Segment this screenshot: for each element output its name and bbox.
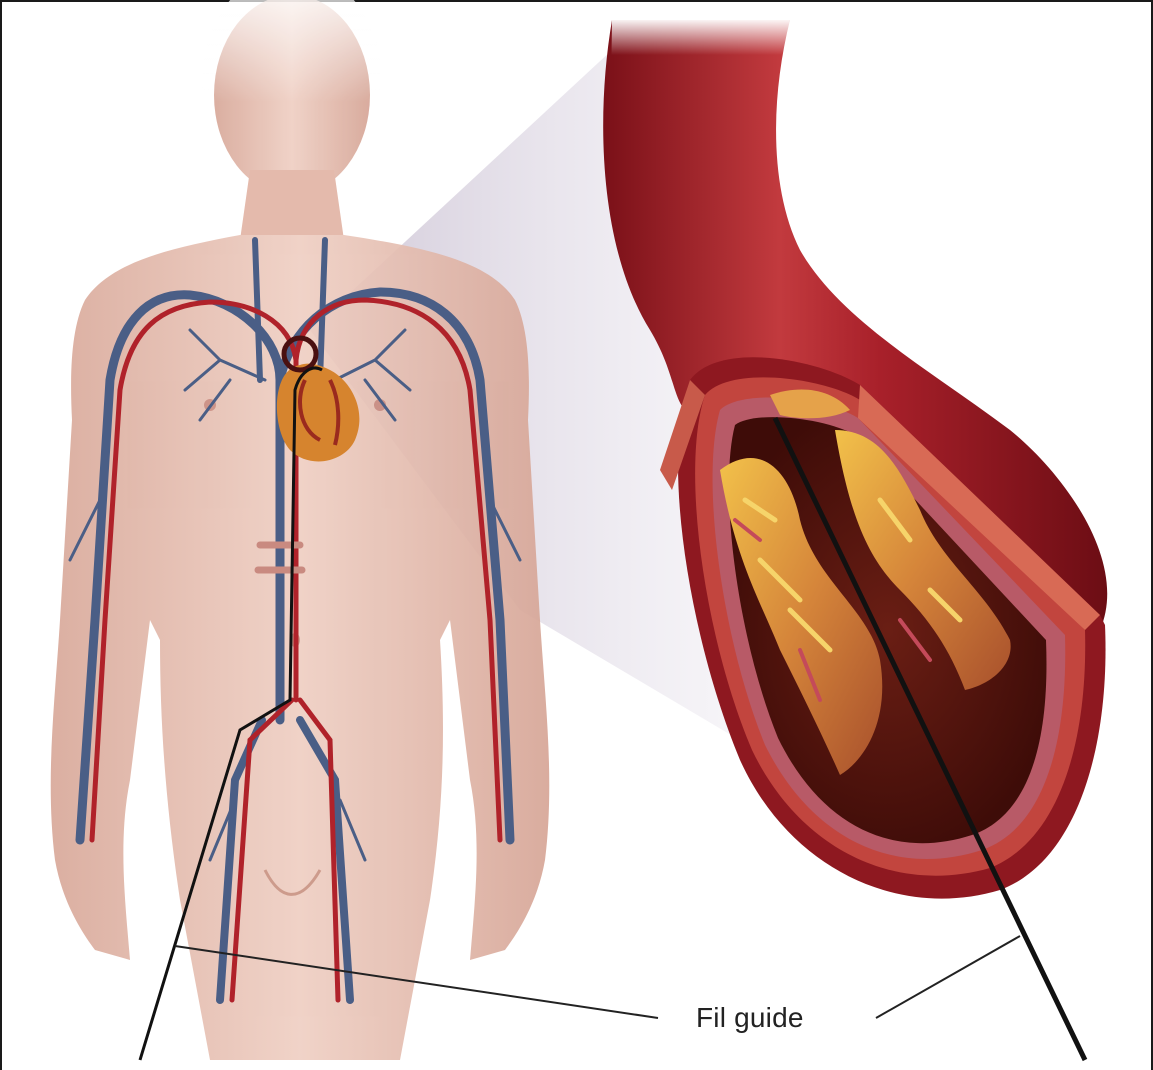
blood-vessel-cross-section bbox=[603, 20, 1107, 899]
guide-wire-label: Fil guide bbox=[696, 1002, 804, 1034]
human-body bbox=[51, 0, 550, 1060]
